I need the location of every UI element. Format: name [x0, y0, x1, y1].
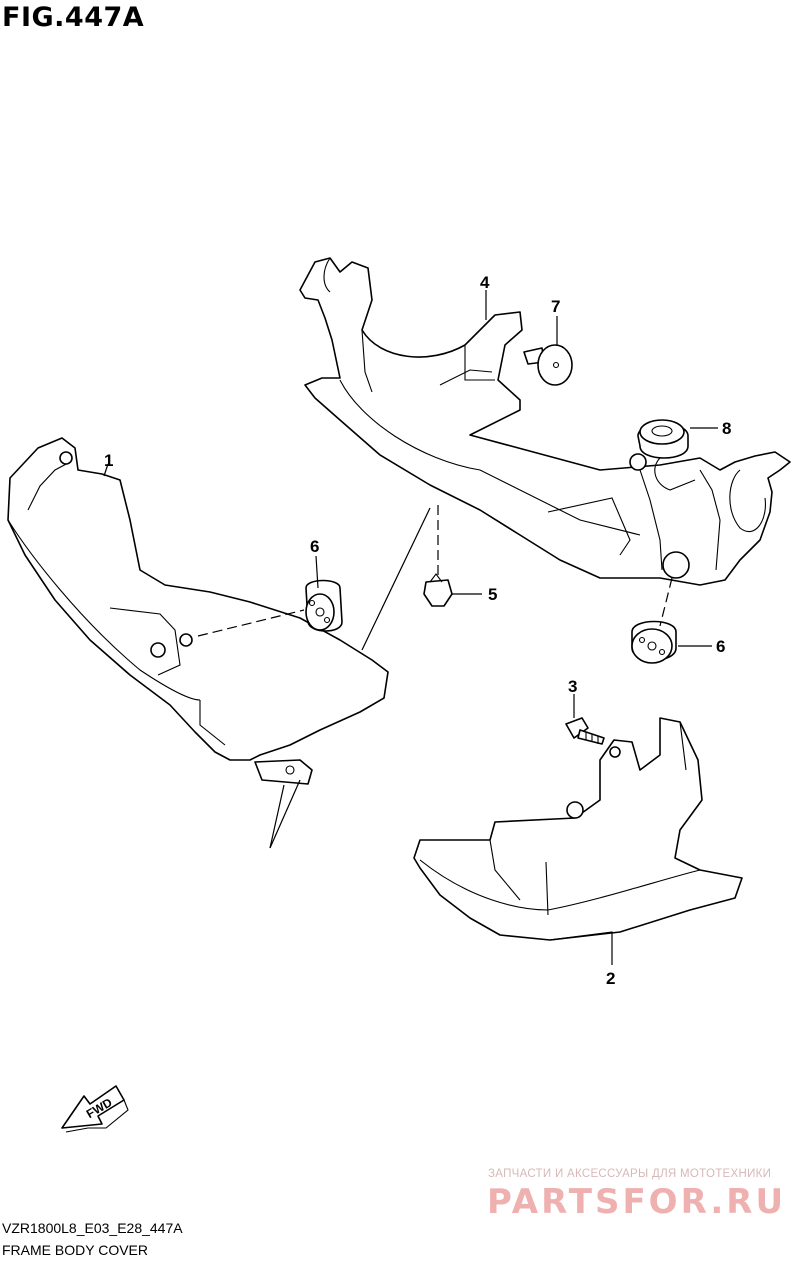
callout-7: 7: [551, 297, 560, 316]
part-8-cushion: [637, 419, 689, 459]
part-3-screw: [565, 717, 605, 745]
callout-6-right: 6: [716, 637, 725, 656]
leader-lines: [103, 290, 718, 965]
part-6-grommet-right: [631, 620, 677, 664]
callout-8: 8: [722, 419, 731, 438]
watermark-tagline: ЗАПЧАСТИ И АКСЕССУАРЫ ДЛЯ МОТОТЕХНИКИ: [488, 1168, 772, 1180]
figure-title: FIG.447A: [2, 2, 145, 33]
fwd-arrow-icon: FWD: [61, 1085, 129, 1133]
fastener-guide-lines: [197, 505, 673, 651]
part-5-clip: [423, 573, 453, 607]
callout-4: 4: [480, 273, 490, 292]
callout-5: 5: [488, 585, 497, 604]
callout-1: 1: [104, 451, 113, 470]
part-4-frame-cover-upper: [299, 257, 791, 586]
callout-2: 2: [606, 969, 615, 988]
part-6-grommet-left: [305, 579, 343, 632]
part-2-body-cover-lower: [413, 717, 743, 941]
part-7-push-rivet: [523, 344, 573, 386]
model-code: VZR1800L8_E03_E28_447A: [2, 1220, 183, 1236]
callout-3: 3: [568, 677, 577, 696]
watermark-logo: PARTSFOR.RU: [487, 1182, 787, 1222]
figure-caption: FRAME BODY COVER: [2, 1242, 148, 1258]
part-1-body-cover-left: [7, 437, 389, 785]
callout-6-left: 6: [310, 537, 319, 556]
